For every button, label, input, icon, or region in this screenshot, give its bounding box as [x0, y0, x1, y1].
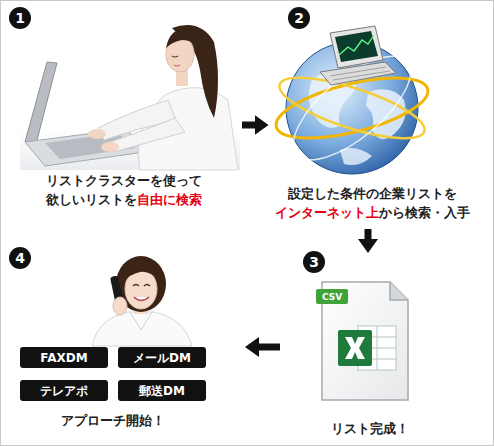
typing-woman-photo	[20, 25, 240, 170]
step-panel: リストクラスターを使って 欲しいリストを自由に検索	[8, 5, 240, 215]
flow-arrow	[253, 344, 280, 351]
channel-tag: テレアポ	[20, 380, 108, 401]
step-number: 1	[9, 7, 31, 29]
internet-globe	[271, 26, 434, 177]
tag-text: 郵送DM	[139, 384, 185, 398]
step-panel: アプローチ開始！ FAXDM メールDM テレアポ 郵送DM	[8, 245, 240, 440]
step-caption: リストクラスターを使って 欲しいリストを自由に検索	[46, 171, 202, 209]
highlight-text: 自由に検索	[137, 192, 202, 207]
step-number: 3	[303, 251, 325, 273]
step-number: 4	[9, 247, 31, 269]
step-caption: 設定した条件の企業リストを インターネット上から検索・入手	[275, 184, 470, 222]
channel-tag: メールDM	[118, 347, 206, 368]
text-run: 設定した条件の企業リストを	[288, 186, 457, 201]
channel-tag: FAXDM	[20, 347, 108, 368]
phone-woman-photo	[92, 256, 192, 346]
text-run: FAXDM	[40, 351, 87, 365]
text-run: テレアポ	[40, 384, 88, 398]
channel-tag: 郵送DM	[118, 380, 206, 401]
text-run: 欲しいリストを	[46, 192, 137, 207]
step-number: 2	[288, 7, 310, 29]
step-panel: リスト完成！	[285, 255, 455, 442]
flow-arrow	[242, 122, 261, 129]
text-run: 郵送DM	[139, 384, 185, 398]
highlight-text: インターネット上	[275, 205, 379, 220]
step-caption: アプローチ開始！	[61, 411, 165, 430]
tag-text: メールDM	[133, 351, 191, 365]
text-run: メールDM	[133, 351, 191, 365]
tag-text: FAXDM	[40, 351, 87, 365]
text-run: アプローチ開始！	[61, 413, 165, 428]
text-run: リスト完成！	[331, 421, 409, 436]
tag-text: テレアポ	[40, 384, 88, 398]
file-type-tag: CSV	[316, 289, 348, 304]
flow-arrow	[365, 229, 372, 245]
step-caption: リスト完成！	[331, 419, 409, 438]
step-panel: 設定した条件の企業リストを インターネット上から検索・入手	[271, 5, 488, 227]
text-run: から検索・入手	[379, 205, 470, 220]
text-run: リストクラスターを使って	[46, 173, 202, 188]
